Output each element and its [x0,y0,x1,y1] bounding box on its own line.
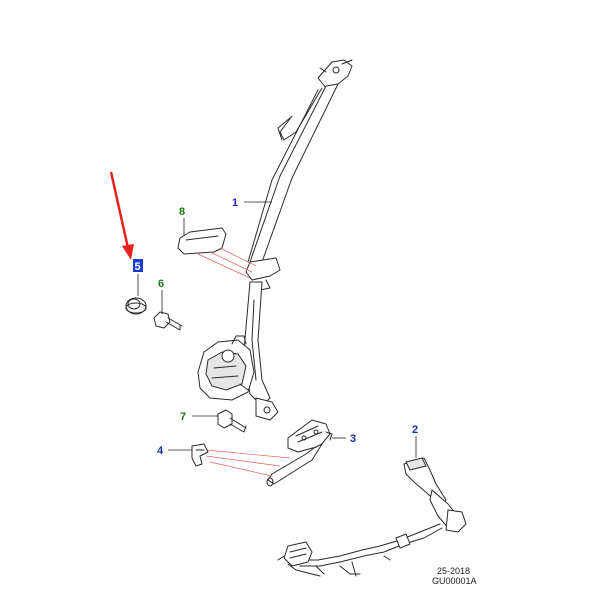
part-1-seat-belt-webbing [243,59,353,421]
callout-6: 6 [158,278,164,290]
callout-1: 1 [232,197,238,209]
red-leader-4 [205,449,291,477]
part-4-clip [191,443,209,467]
part-6-bolt [153,311,183,331]
red-arrow-icon [109,171,134,260]
part-3-height-adjuster [266,419,333,487]
retractor-unit [197,335,255,401]
callout-8: 8 [179,206,185,218]
part-7-bolt [217,409,247,433]
callout-4: 4 [157,445,164,457]
part-5-cap [125,297,147,315]
callout-2: 2 [412,424,418,436]
part-8-cover-trim [177,227,227,255]
callout-3: 3 [350,433,356,445]
red-leader-8 [197,247,257,279]
part-2-buckle-assembly [277,457,467,577]
callout-5-highlight: 5 [133,259,143,273]
callout-5: 5 [135,261,141,273]
date-code: 25-2018 [437,566,470,576]
callout-7: 7 [180,411,186,423]
drawing-id: GU00001A [432,576,477,586]
